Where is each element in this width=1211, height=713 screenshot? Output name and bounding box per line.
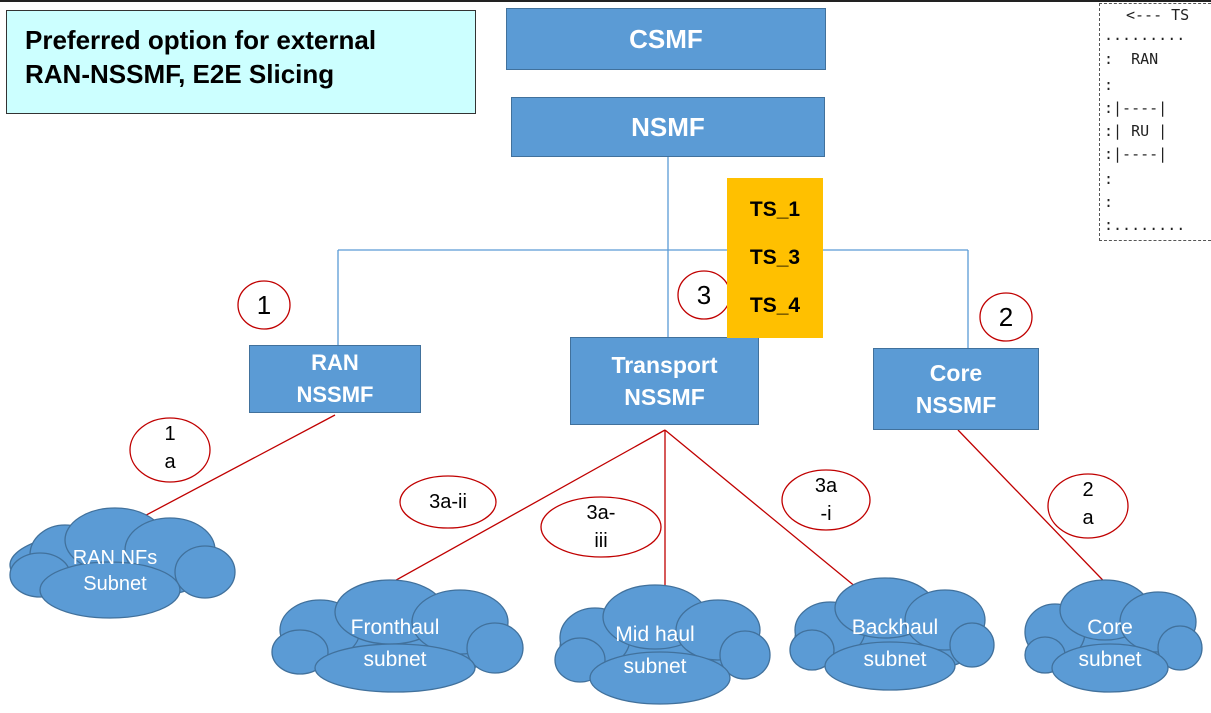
core-subnet-label: Core subnet bbox=[1055, 612, 1165, 676]
core-nssmf-box: Core NSSMF bbox=[873, 348, 1039, 430]
callout-3a-ii: 3a-ii bbox=[429, 491, 467, 513]
title-line-1: Preferred option for external bbox=[25, 25, 377, 55]
core-subnet-line-1: Core bbox=[1087, 616, 1133, 639]
inset-row-6: :| RU | bbox=[1104, 122, 1168, 140]
transport-nssmf-box: Transport NSSMF bbox=[570, 337, 759, 425]
callout-2a-line-1: 2 bbox=[1082, 479, 1094, 501]
ran-nfs-subnet-label: RAN NFs Subnet bbox=[45, 545, 185, 597]
inset-row-3: : RAN bbox=[1104, 50, 1159, 68]
callout-2a: 2 a bbox=[1058, 476, 1118, 532]
inset-row-7: :|----| bbox=[1104, 145, 1168, 163]
fronthaul-subnet-label: Fronthaul subnet bbox=[320, 612, 470, 676]
callout-1-shape bbox=[237, 280, 291, 330]
core-subnet-line bbox=[957, 429, 1123, 601]
core-nssmf-label-2: NSSMF bbox=[915, 392, 997, 418]
callout-1a-line-1: 1 bbox=[164, 423, 176, 445]
ran-nfs-subnet-line-1: RAN NFs bbox=[72, 547, 158, 569]
midhaul-cloud bbox=[554, 584, 771, 705]
callout-3: 3 bbox=[696, 280, 712, 310]
core-nssmf-label-1: Core bbox=[929, 360, 983, 386]
inset-row-4: : bbox=[1104, 76, 1114, 94]
ran-subnet-line bbox=[117, 414, 336, 531]
inset-row-2: ......... bbox=[1104, 26, 1186, 44]
callout-1a-shape bbox=[129, 417, 211, 483]
fronthaul-line bbox=[372, 429, 666, 594]
ran-nssmf-label-1: RAN bbox=[311, 350, 359, 375]
ran-nssmf-box: RAN NSSMF bbox=[249, 345, 421, 413]
core-cloud bbox=[1024, 579, 1203, 693]
inset-row-1: <--- TS bbox=[1126, 6, 1190, 24]
inset-row-5: :|----| bbox=[1104, 99, 1168, 117]
midhaul-subnet-label: Mid haul subnet bbox=[585, 619, 725, 683]
fronthaul-subnet-line-1: Fronthaul bbox=[350, 616, 440, 639]
callout-1a: 1 a bbox=[140, 420, 200, 476]
inset-row-8: : bbox=[1104, 170, 1114, 188]
callout-3a-i-line-1: 3a bbox=[814, 475, 838, 497]
inset-row-10: :........ bbox=[1104, 216, 1186, 234]
backhaul-line bbox=[664, 429, 869, 598]
inset-row-9: : bbox=[1104, 193, 1114, 211]
ts-label-4: TS_4 bbox=[749, 294, 801, 317]
callout-1a-line-2: a bbox=[164, 451, 176, 473]
title-box: Preferred option for external RAN-NSSMF,… bbox=[6, 10, 476, 114]
fronthaul-subnet-line-2: subnet bbox=[363, 648, 427, 671]
callout-1: 1 bbox=[256, 290, 272, 320]
top-border bbox=[0, 0, 1211, 2]
callout-2-shape bbox=[979, 292, 1033, 342]
backhaul-subnet-line-1: Backhaul bbox=[851, 616, 939, 639]
backhaul-subnet-line-2: subnet bbox=[863, 648, 927, 671]
ran-nfs-subnet-line-2: Subnet bbox=[83, 573, 147, 595]
fronthaul-cloud bbox=[271, 579, 524, 693]
nsmf-label: NSMF bbox=[631, 112, 705, 142]
callout-2a-shape bbox=[1047, 473, 1129, 539]
core-subnet-line-2: subnet bbox=[1078, 648, 1142, 671]
csmf-label: CSMF bbox=[629, 24, 703, 54]
nsmf-box: NSMF bbox=[511, 97, 825, 157]
transport-nssmf-label-2: NSSMF bbox=[624, 384, 705, 410]
callout-3a-iii-line-1: 3a- bbox=[586, 502, 616, 524]
title-line-2: RAN-NSSMF, E2E Slicing bbox=[25, 59, 335, 89]
ts-box: TS_1 TS_3 TS_4 bbox=[727, 178, 823, 338]
csmf-box: CSMF bbox=[506, 8, 826, 70]
callout-3a-iii: 3a- iii bbox=[561, 499, 641, 555]
callout-3a-i: 3a -i bbox=[796, 472, 856, 528]
ran-nssmf-label-2: NSSMF bbox=[296, 382, 374, 407]
callout-2: 2 bbox=[998, 302, 1014, 332]
ts-label-1: TS_1 bbox=[749, 198, 801, 221]
callout-3a-iii-line-2: iii bbox=[594, 530, 608, 552]
backhaul-cloud bbox=[789, 577, 995, 691]
midhaul-subnet-line-2: subnet bbox=[623, 655, 687, 678]
ts-label-3: TS_3 bbox=[749, 246, 801, 269]
callout-3a-i-shape bbox=[781, 469, 871, 531]
callout-3a-i-line-2: -i bbox=[820, 503, 832, 525]
ran-nfs-cloud bbox=[9, 507, 236, 619]
ascii-inset: <--- TS ......... : RAN : :|----| :| RU … bbox=[1099, 3, 1211, 241]
callout-3a-ii-shape bbox=[399, 475, 497, 529]
transport-nssmf-label-1: Transport bbox=[611, 352, 718, 378]
callout-2a-line-2: a bbox=[1082, 507, 1094, 529]
callout-3a-iii-shape bbox=[540, 496, 662, 558]
backhaul-subnet-label: Backhaul subnet bbox=[825, 612, 965, 676]
midhaul-subnet-line-1: Mid haul bbox=[615, 623, 695, 646]
